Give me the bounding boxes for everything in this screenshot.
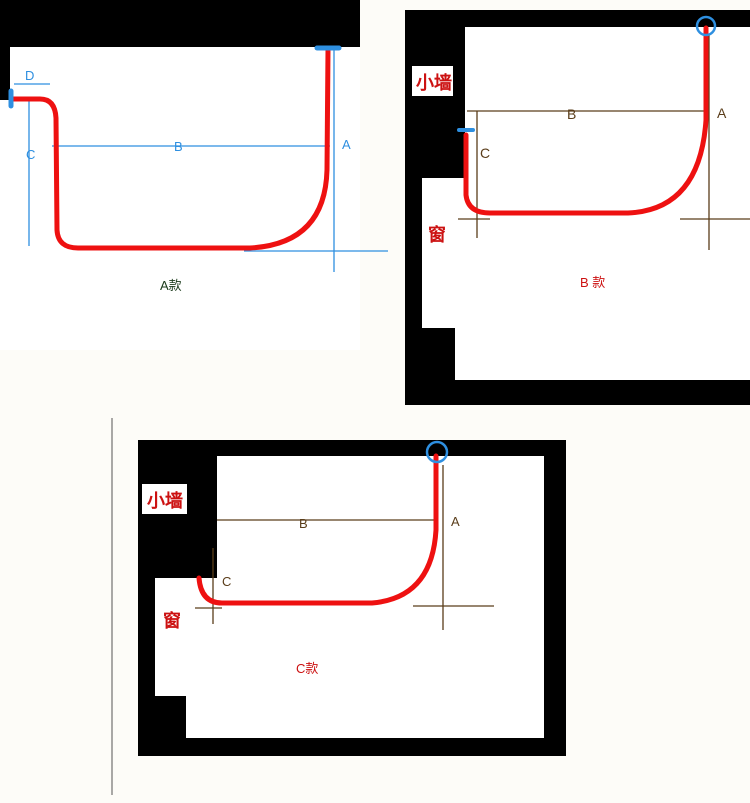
panel-b-room-floor bbox=[422, 27, 750, 380]
panel-c-window-label: 窗 bbox=[163, 610, 181, 632]
panel-a-label-d: D bbox=[25, 68, 34, 83]
panel-a-label-c: C bbox=[26, 147, 35, 162]
panel-c-caption: C款 bbox=[296, 661, 318, 676]
panel-b-label-a: A bbox=[717, 105, 727, 121]
panel-c-label-c: C bbox=[222, 574, 231, 589]
panel-b-dimension-lines bbox=[458, 35, 750, 250]
panel-c-curtain-rail bbox=[196, 453, 439, 606]
panel-a: D C B A A款 bbox=[0, 0, 388, 350]
panel-a-dimension-lines bbox=[14, 47, 388, 272]
panel-b-label-b: B bbox=[567, 106, 576, 122]
panel-b: 小墙 窗 B A C B 款 bbox=[405, 10, 750, 405]
panel-b-small-wall-label: 小墙 bbox=[416, 72, 452, 94]
panel-b-label-c: C bbox=[480, 145, 490, 161]
panel-c-small-wall-label: 小墙 bbox=[147, 490, 183, 512]
panel-b-small-wall-box bbox=[412, 66, 453, 96]
panel-b-caption: B 款 bbox=[580, 275, 605, 290]
panel-a-wall bbox=[0, 0, 360, 100]
panel-c-label-a: A bbox=[451, 514, 460, 529]
panel-b-ceiling-mount-circle bbox=[695, 15, 717, 37]
panel-b-window-label: 窗 bbox=[428, 224, 446, 246]
panel-a-label-b: B bbox=[174, 139, 183, 154]
panel-c-dimension-lines bbox=[195, 465, 494, 630]
panel-c-ceiling-mount-circle bbox=[425, 440, 449, 464]
panel-c-room-floor bbox=[155, 456, 544, 738]
panel-a-curtain-rail bbox=[9, 47, 331, 251]
panel-a-label-a: A bbox=[342, 137, 351, 152]
panel-a-caption: A款 bbox=[160, 278, 182, 293]
panel-c-label-b: B bbox=[299, 516, 308, 531]
panel-c-small-wall-box bbox=[142, 484, 187, 514]
panel-a-background bbox=[0, 0, 360, 350]
panel-c: 小墙 窗 B A C C款 bbox=[111, 418, 566, 795]
panel-b-curtain-rail bbox=[463, 25, 709, 216]
